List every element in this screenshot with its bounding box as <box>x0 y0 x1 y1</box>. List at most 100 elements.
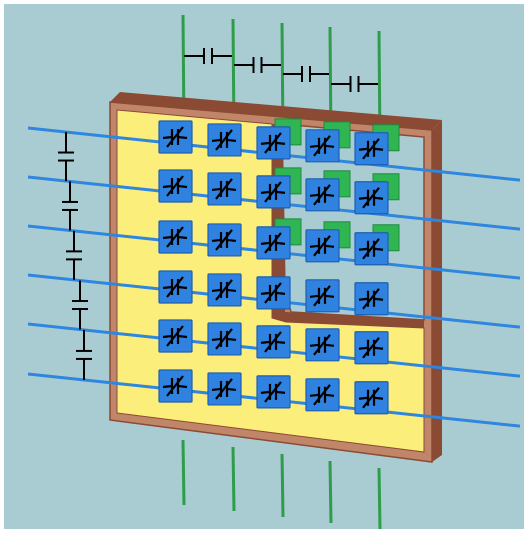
variable-arrow <box>215 328 233 350</box>
variable-arrow <box>215 178 233 200</box>
lead-right <box>275 141 286 145</box>
variable-arrow <box>313 184 331 206</box>
lead-right <box>373 346 384 350</box>
lead-left <box>309 244 320 248</box>
variable-arrow <box>313 285 331 307</box>
variable-arrow <box>166 226 184 248</box>
cell-6-5 <box>354 381 389 415</box>
column-wire-bottom-5 <box>377 467 382 530</box>
column-capacitor-3 <box>283 66 329 82</box>
cell-4-3 <box>256 276 291 310</box>
variable-arrow <box>264 331 282 353</box>
variable-capacitor-icon <box>358 238 384 260</box>
variable-capacitor-icon <box>260 132 286 154</box>
variable-capacitor-icon <box>211 178 237 200</box>
variable-arrow <box>264 181 282 203</box>
lead-left <box>162 235 173 240</box>
lead-right <box>373 396 384 400</box>
variable-capacitor-icon <box>260 232 286 254</box>
lead-left <box>211 387 222 392</box>
variable-arrow <box>215 229 233 251</box>
column-capacitor-2 <box>234 57 281 73</box>
lead-right <box>177 235 188 240</box>
cell-5-5 <box>354 331 389 365</box>
variable-capacitor-icon <box>358 387 384 409</box>
lead-right <box>177 334 188 339</box>
variable-capacitor-icon <box>260 282 286 304</box>
variable-arrow <box>362 387 380 409</box>
cell-5-2 <box>207 322 242 356</box>
cell-2-2 <box>207 172 242 206</box>
cell-2-5 <box>354 181 389 215</box>
lead-left <box>211 337 222 342</box>
cell-3-1 <box>158 220 193 254</box>
lead-left <box>162 184 173 189</box>
variable-capacitor-icon <box>211 279 237 301</box>
cell-5-3 <box>256 325 291 359</box>
lead-left <box>309 294 320 298</box>
variable-arrow <box>215 279 233 301</box>
variable-arrow <box>166 276 184 298</box>
variable-capacitor-icon <box>162 325 188 347</box>
lead-right <box>373 247 384 251</box>
column-wire-bottom-4 <box>328 460 333 524</box>
variable-capacitor-icon <box>309 184 335 206</box>
lead-left <box>358 196 369 200</box>
lead-right <box>226 138 237 143</box>
cell-6-3 <box>256 375 291 409</box>
lead-left <box>260 241 271 245</box>
cell-4-1 <box>158 270 193 304</box>
variable-arrow <box>264 381 282 403</box>
cell-5-1 <box>158 319 193 353</box>
row-capacitor-2 <box>62 181 78 231</box>
frame-top-edge <box>110 92 442 130</box>
variable-arrow <box>166 126 184 148</box>
lead-left <box>211 187 222 192</box>
column-wires-front <box>181 439 382 530</box>
variable-capacitor-icon <box>309 235 335 257</box>
cell-1-3 <box>256 126 291 160</box>
lead-left <box>211 138 222 143</box>
cell-2-3 <box>256 175 291 209</box>
cell-4-5 <box>354 282 389 316</box>
cell-5-4 <box>305 328 340 362</box>
variable-capacitor-icon <box>309 285 335 307</box>
variable-capacitor-icon <box>162 126 188 148</box>
column-capacitor-4 <box>331 76 378 92</box>
variable-arrow <box>362 187 380 209</box>
variable-capacitor-icon <box>162 375 188 397</box>
lead-right <box>324 144 335 148</box>
lead-left <box>162 334 173 339</box>
variable-arrow <box>362 138 380 160</box>
variable-capacitor-icon <box>211 378 237 400</box>
row-capacitor-1 <box>58 132 74 182</box>
variable-capacitor-icon <box>211 129 237 151</box>
lead-right <box>275 291 286 295</box>
lead-right <box>177 384 188 389</box>
lead-right <box>226 387 237 392</box>
variable-arrow <box>362 288 380 310</box>
lead-left <box>162 384 173 389</box>
lead-right <box>177 184 188 189</box>
column-wire-bottom-2 <box>231 446 236 512</box>
lead-right <box>373 297 384 301</box>
lead-left <box>211 288 222 293</box>
variable-arrow <box>166 375 184 397</box>
cell-2-4 <box>305 178 340 212</box>
cell-4-2 <box>207 273 242 307</box>
variable-capacitor-icon <box>162 226 188 248</box>
lead-right <box>275 190 286 194</box>
lead-right <box>226 238 237 243</box>
variable-capacitor-icon <box>358 187 384 209</box>
lead-left <box>260 190 271 194</box>
cell-2-1 <box>158 169 193 203</box>
variable-arrow <box>215 378 233 400</box>
cell-grid <box>158 120 389 415</box>
lead-right <box>324 193 335 197</box>
variable-arrow <box>264 132 282 154</box>
variable-capacitor-icon <box>358 337 384 359</box>
cell-4-4 <box>305 279 340 313</box>
variable-capacitor-icon <box>309 334 335 356</box>
